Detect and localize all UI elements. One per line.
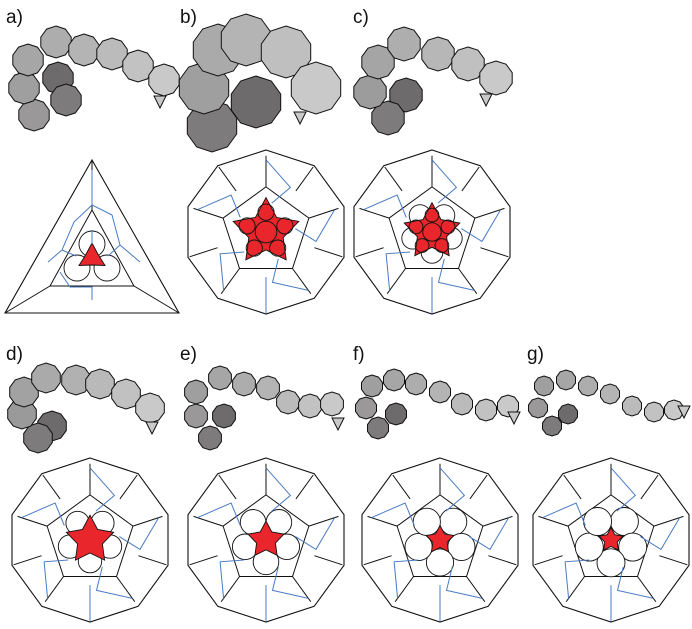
panel-e-tiling (188, 458, 344, 622)
triangle-tile (294, 112, 306, 124)
panel-e-label: e) (180, 344, 197, 365)
panel-b-tiling (188, 150, 344, 314)
panel-f-polygon-chain (356, 369, 521, 439)
decagon-tile (422, 37, 454, 71)
decagon-tile (69, 34, 99, 66)
decagon-tile (388, 27, 420, 61)
decagon-tile (406, 373, 427, 395)
decagon-tile (579, 376, 598, 396)
decagon-tile (32, 363, 61, 393)
panel-a: a) (5, 7, 179, 313)
triangle-tile (154, 96, 166, 108)
decagon-tile (362, 375, 383, 397)
decagon-tile (257, 376, 280, 400)
triangle-tile (508, 412, 520, 424)
decagon-tile (233, 372, 256, 396)
decagon-tile (601, 384, 620, 404)
decagon-tile (543, 416, 562, 436)
panel-g-label: g) (527, 344, 544, 365)
circular-hole (584, 508, 612, 536)
decagon-tile (277, 390, 300, 414)
decagon-tile (136, 393, 165, 423)
decagon-tile (529, 398, 548, 418)
panel-e-polygon-chain (185, 366, 344, 450)
panel-d-label: d) (6, 344, 23, 365)
panel-d-polygon-chain (8, 363, 165, 453)
decagon-tile (9, 72, 39, 104)
circular-hole (440, 508, 467, 535)
decagon-tile (535, 376, 554, 396)
decagon-tile (476, 399, 497, 421)
decagon-tile (299, 394, 322, 418)
panel-g-tiling (533, 458, 689, 622)
decagon-tile (291, 62, 340, 114)
decagon-tile (354, 75, 386, 109)
panel-b-polygon-chain (179, 14, 340, 152)
decagon-tile (185, 380, 208, 404)
panel-a-tiling (5, 160, 179, 313)
panel-g-polygon-chain (529, 370, 691, 436)
decagon-tile (368, 417, 389, 439)
panel-c-polygon-chain (354, 27, 512, 135)
decagon-tile (430, 381, 451, 403)
decagon-tile (480, 61, 512, 95)
decagon-tile (356, 397, 377, 419)
panel-c: c) (353, 7, 512, 314)
decagon-tile (13, 44, 43, 76)
panel-e: e) (180, 344, 344, 622)
circular-hole (575, 533, 603, 561)
panel-g: g) (527, 344, 690, 622)
decagon-tile (185, 404, 208, 428)
panel-f: f) (353, 344, 520, 622)
decagon-tile (51, 84, 81, 116)
panel-f-tiling (362, 458, 518, 622)
triangle-tile (332, 418, 344, 430)
panel-c-label: c) (353, 7, 369, 28)
panel-c-tiling (354, 150, 510, 314)
decagon-tile (559, 404, 578, 424)
panel-a-polygon-chain (9, 26, 179, 131)
panel-a-label: a) (6, 7, 23, 28)
decagon-tile (231, 76, 280, 128)
panel-d-tiling (12, 458, 168, 622)
panel-d: d) (6, 344, 168, 622)
panel-b: b) (179, 7, 344, 314)
panel-b-label: b) (180, 7, 197, 28)
circular-hole (610, 508, 638, 536)
decagon-tile (213, 404, 236, 428)
decagon-tile (321, 392, 344, 416)
triangle-tile (480, 94, 492, 106)
decagon-tile (199, 426, 222, 450)
decagon-tile (384, 369, 405, 391)
decagon-tile (386, 403, 407, 425)
decagon-tile (557, 370, 576, 390)
decagon-tile (623, 396, 642, 416)
panel-f-label: f) (353, 344, 365, 365)
decagon-tile (452, 393, 473, 415)
decagon-tile (41, 26, 71, 58)
decagon-tile (86, 369, 115, 399)
decagon-tile (645, 402, 664, 422)
triangle-tile (146, 422, 158, 434)
decagon-tile (209, 366, 232, 390)
decagon-tile (149, 64, 179, 96)
circular-hole (413, 508, 440, 535)
